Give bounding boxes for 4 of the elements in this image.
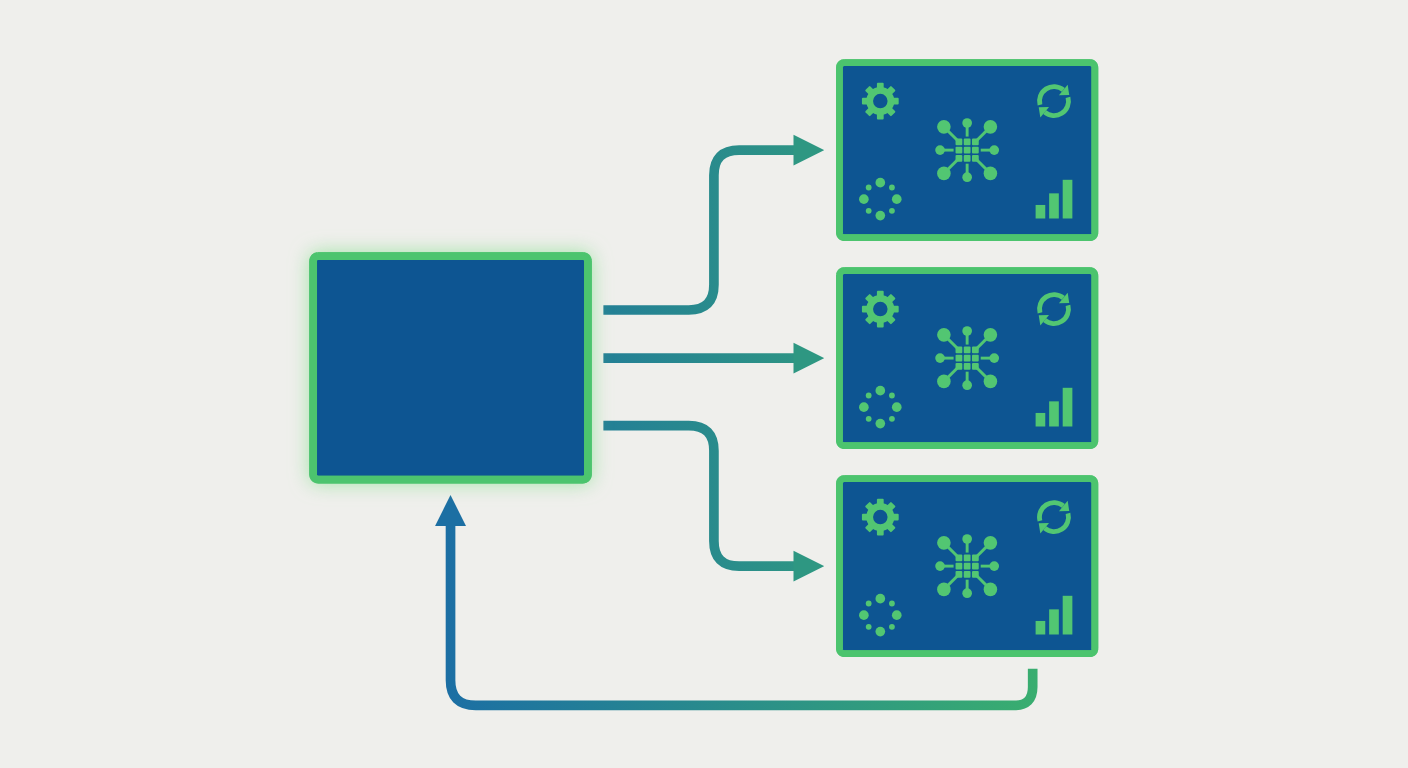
arrow bbox=[603, 134, 825, 315]
arrow bbox=[603, 342, 825, 374]
central-block bbox=[309, 252, 592, 484]
arrow bbox=[603, 420, 825, 582]
